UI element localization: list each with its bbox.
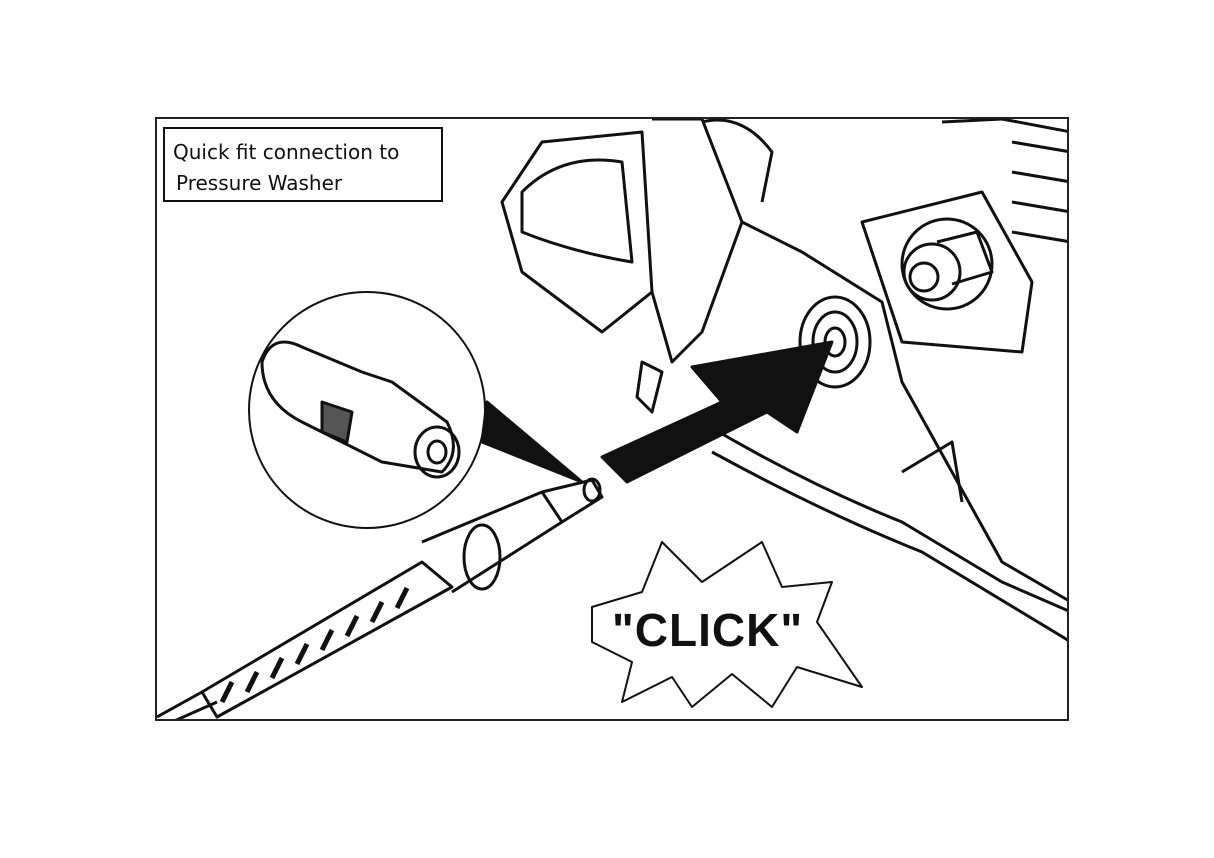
illustration xyxy=(157,119,1067,719)
insertion-arrow xyxy=(600,340,834,484)
caption-line-1: Quick fit connection to xyxy=(173,140,400,164)
click-burst xyxy=(591,541,863,708)
hose-connector xyxy=(157,477,604,719)
caption-line-2: Pressure Washer xyxy=(176,171,343,195)
magnifier-callout xyxy=(248,291,584,529)
diagram-frame xyxy=(155,117,1069,721)
pressure-washer xyxy=(500,119,1067,642)
click-sound-label: "CLICK" xyxy=(612,604,804,656)
caption-box: Quick fit connection to Pressure Washer xyxy=(163,127,443,202)
